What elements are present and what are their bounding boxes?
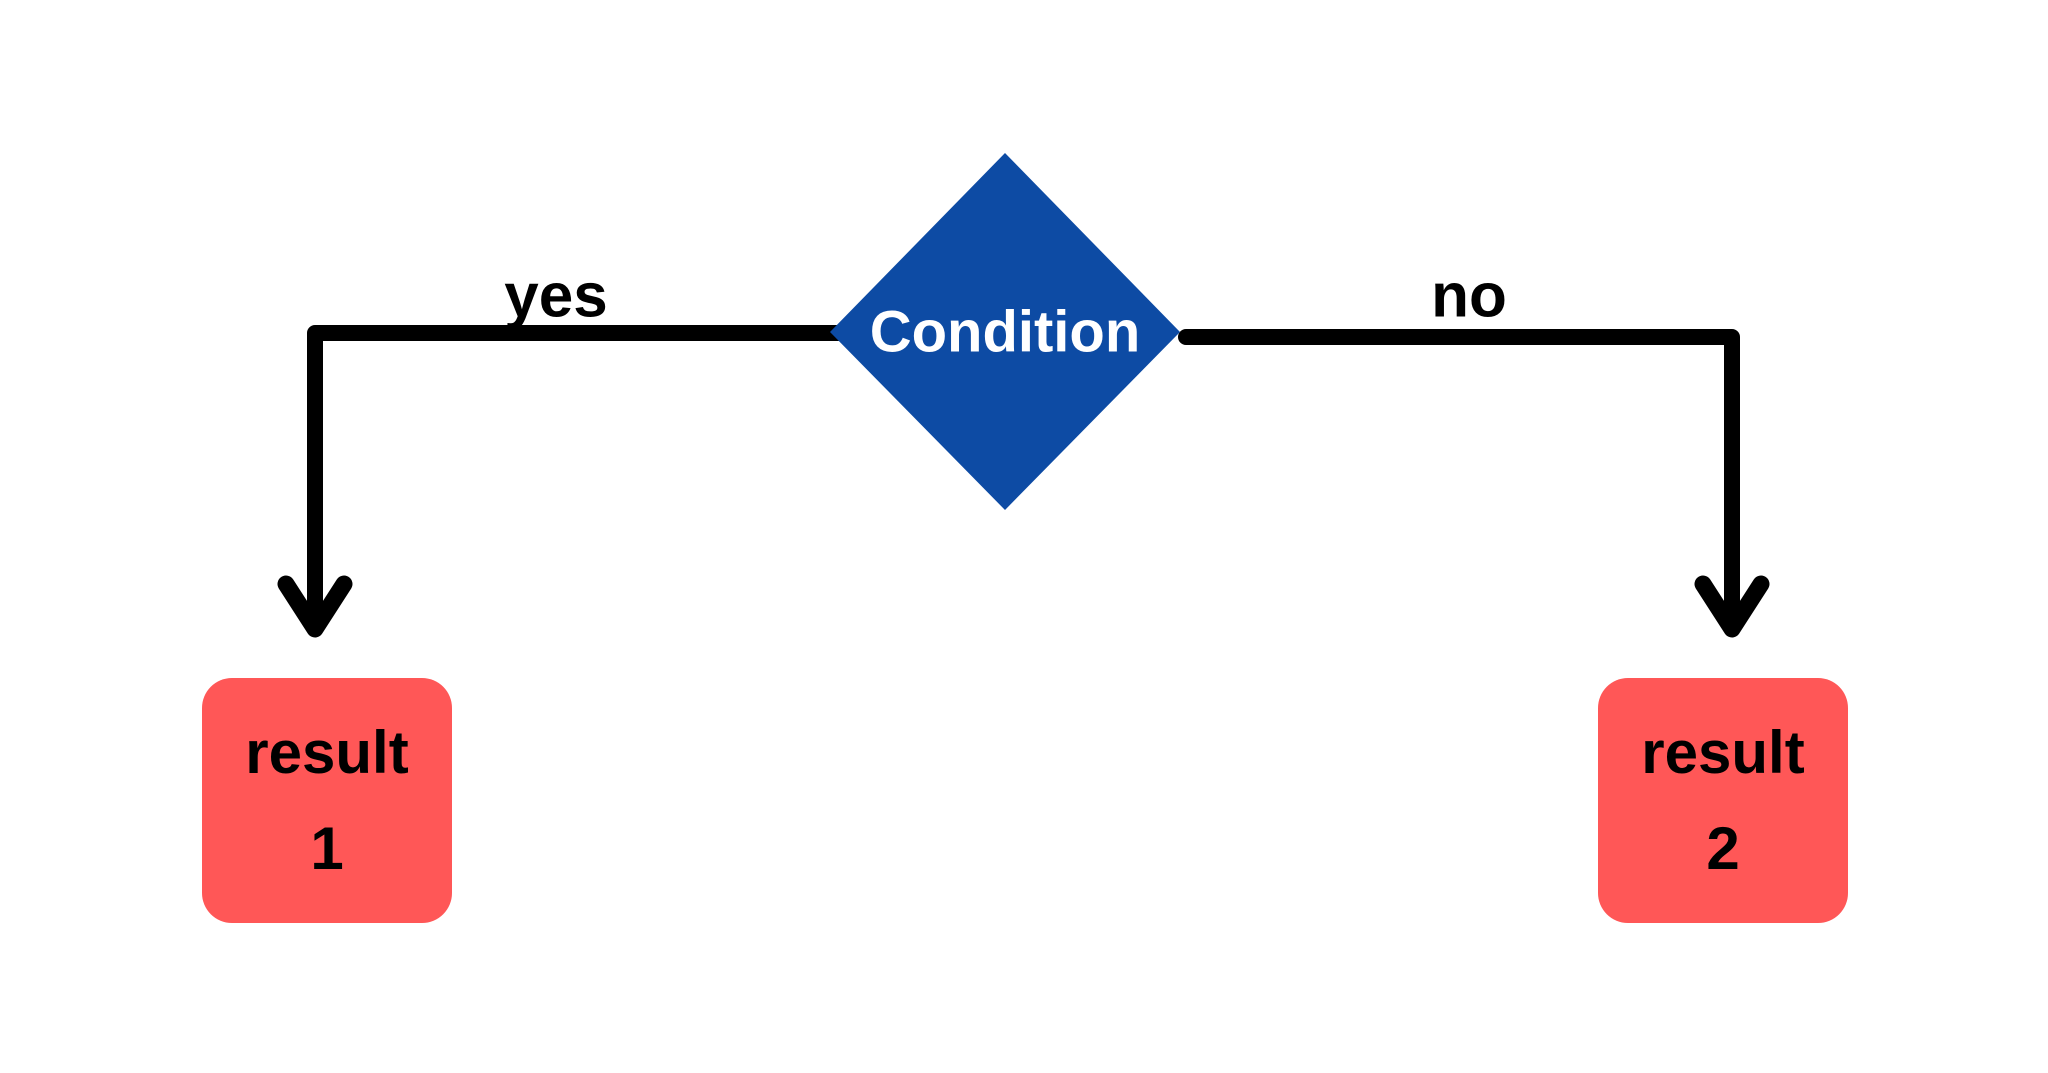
no-connector-line <box>1178 329 1740 620</box>
condition-diamond-shape <box>830 153 1180 510</box>
result-2-node: result 2 <box>1598 678 1848 923</box>
result-2-label-line2: 2 <box>1706 814 1740 882</box>
condition-node-label: Condition <box>869 299 1141 365</box>
yes-arrowhead-icon <box>277 575 353 638</box>
result-2-label-line1: result <box>1641 718 1805 786</box>
yes-connector-line <box>307 325 858 620</box>
yes-branch-label: yes <box>504 261 608 331</box>
result-1-label-line2: 1 <box>310 814 344 882</box>
result-1-node: result 1 <box>202 678 452 923</box>
no-arrowhead-icon <box>1694 575 1770 638</box>
no-branch-label: no <box>1431 261 1507 331</box>
result-1-label-line1: result <box>245 718 409 786</box>
